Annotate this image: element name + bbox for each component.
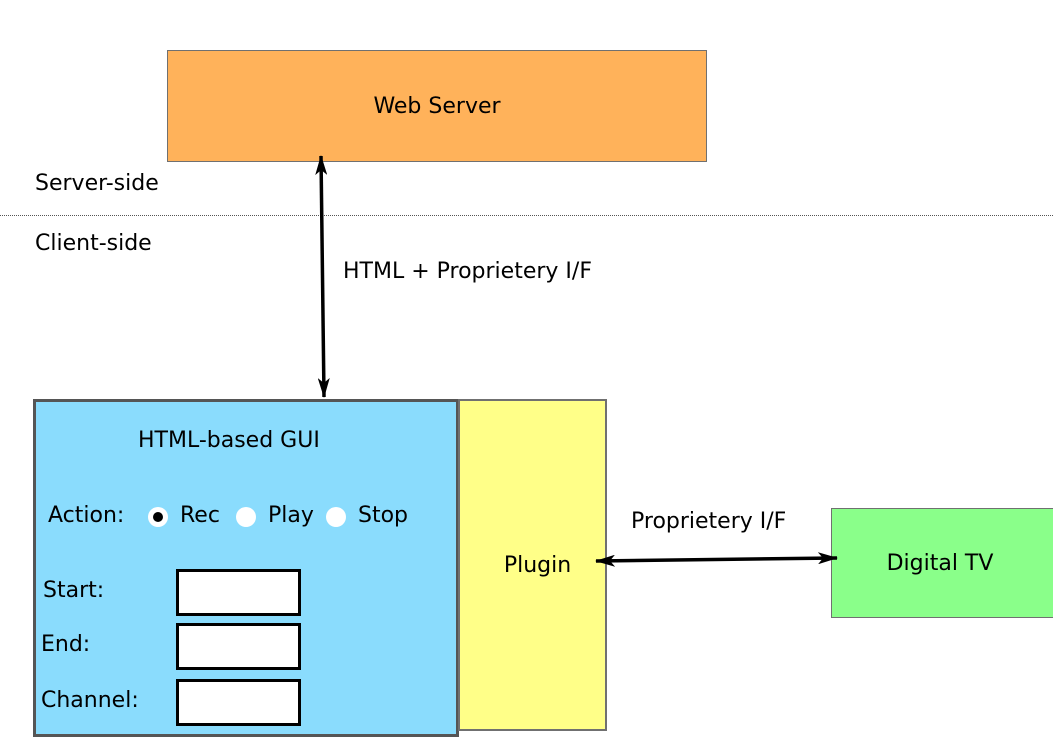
server-client-divider [0,215,1053,216]
start-field[interactable] [176,569,301,616]
channel-label: Channel: [41,688,139,713]
radio-stop-label: Stop [358,503,409,528]
end-label: End: [41,632,91,657]
web-server-label: Web Server [373,93,501,119]
radio-play[interactable] [236,507,256,527]
radio-play-label: Play [268,503,314,528]
gui-title: HTML-based GUI [138,428,320,453]
digital-tv-box: Digital TV [831,508,1053,618]
plugin-tv-connection-label: Proprietery I/F [631,509,787,534]
client-side-label: Client-side [35,231,152,256]
server-side-label: Server-side [35,171,159,196]
radio-rec-label: Rec [180,503,220,528]
plugin-tv-arrow [595,552,838,567]
end-field[interactable] [176,623,301,670]
start-label: Start: [43,578,105,603]
web-server-box: Web Server [167,50,707,162]
server-client-arrow [315,155,330,398]
action-label: Action: [48,503,125,528]
plugin-label: Plugin [503,552,572,578]
server-client-connection-label: HTML + Proprietery I/F [343,259,592,284]
digital-tv-label: Digital TV [886,550,994,576]
radio-rec[interactable] [148,507,168,527]
radio-stop[interactable] [326,507,346,527]
channel-field[interactable] [176,679,301,726]
